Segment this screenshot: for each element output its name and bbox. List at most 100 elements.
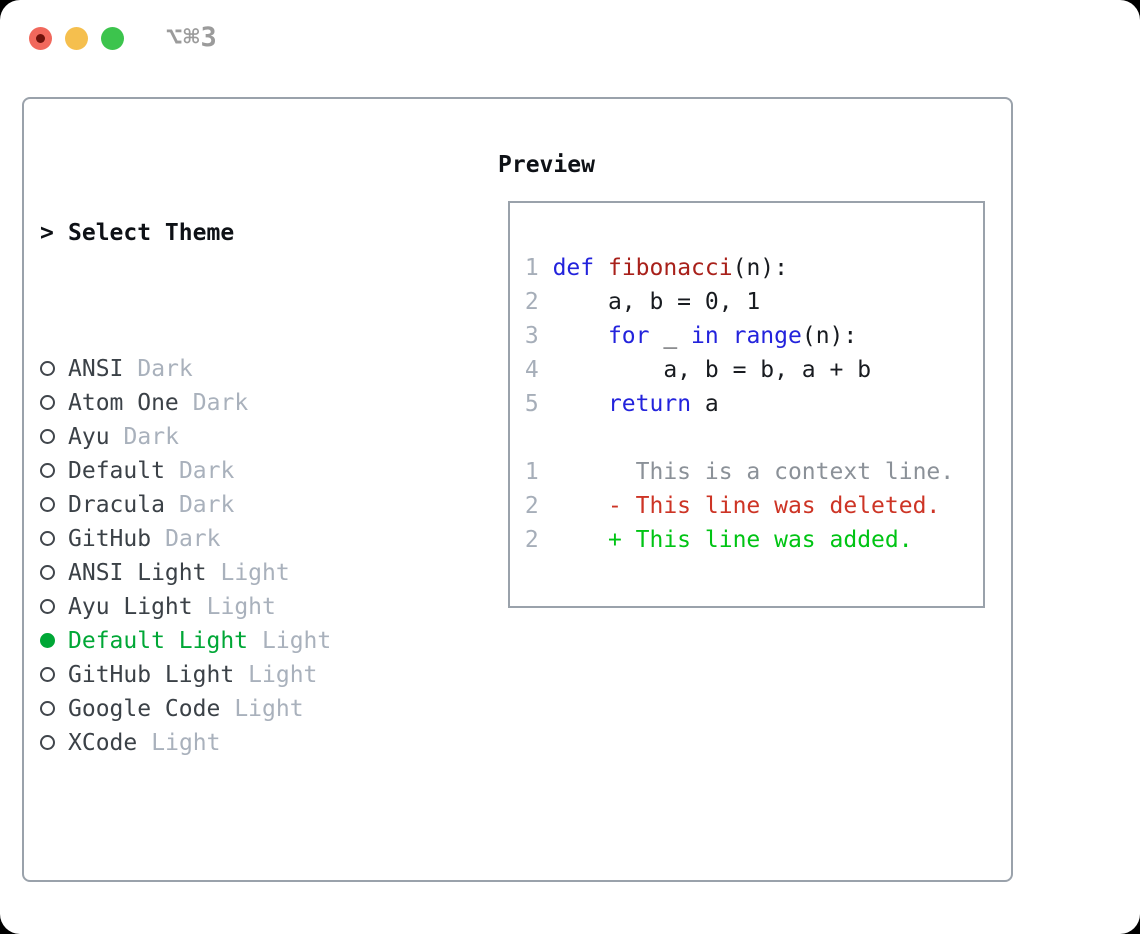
radio-indent (40, 386, 68, 420)
theme-option-label: Google Code (68, 696, 221, 722)
radio-unselected-icon (40, 463, 55, 478)
theme-variant-label: Light (262, 628, 332, 654)
theme-option-ansi-light[interactable]: ANSI Light Light (40, 556, 428, 590)
code-preview: 1 def fibonacci(n): 2 a, b = 0, 1 3 for … (510, 203, 983, 557)
theme-variant-label: Dark (178, 492, 235, 518)
radio-unselected-icon (40, 599, 55, 614)
select-theme-title: Select Theme (68, 220, 235, 246)
radio-unselected-icon (40, 667, 55, 682)
prompt-caret-icon: > (40, 220, 54, 246)
theme-variant-label: Dark (165, 526, 221, 552)
code-segment-ln: 4 (511, 357, 539, 383)
code-line (511, 421, 983, 455)
radio-indent (40, 692, 68, 726)
radio-unselected-icon (40, 429, 55, 444)
close-dot-icon (36, 34, 45, 43)
theme-variant-label: Dark (123, 424, 179, 450)
code-segment-pl: (n): (801, 323, 858, 349)
theme-option-label: ANSI (68, 356, 124, 382)
code-line: 1 def fibonacci(n): (511, 251, 983, 285)
theme-option-xcode[interactable]: XCode Light (40, 726, 428, 760)
radio-indent (40, 454, 68, 488)
radio-indent (40, 522, 68, 556)
code-segment-pl: a, b = 0, 1 (538, 289, 761, 315)
code-segment-pl: (n): (732, 255, 788, 281)
code-segment-pl: _ (649, 323, 692, 349)
theme-option-default-light[interactable]: Default Light Light (40, 624, 428, 658)
code-segment-ln: 5 (511, 391, 539, 417)
code-line: 2 a, b = 0, 1 (511, 285, 983, 319)
theme-option-label: GitHub Light (68, 662, 235, 688)
code-segment-kw: for (607, 323, 650, 349)
radio-indent (40, 352, 68, 386)
theme-option-atom-one[interactable]: Atom One Dark (40, 386, 428, 420)
theme-variant-label: Light (234, 696, 304, 722)
theme-option-google-code[interactable]: Google Code Light (40, 692, 428, 726)
theme-option-ayu-light[interactable]: Ayu Light Light (40, 590, 428, 624)
theme-option-label: XCode (68, 730, 138, 756)
code-segment-del: - This line was deleted. (538, 493, 941, 519)
code-segment-pl (594, 255, 608, 281)
code-segment-pl (539, 391, 608, 417)
theme-option-label: ANSI Light (68, 560, 207, 586)
select-theme-header: > Select Theme (40, 216, 428, 250)
close-button[interactable] (29, 27, 52, 50)
minimize-button[interactable] (65, 27, 88, 50)
radio-unselected-icon (40, 565, 55, 580)
code-segment-fn: fibonacci (607, 255, 733, 281)
radio-indent (40, 658, 68, 692)
radio-indent (40, 590, 68, 624)
code-line: 1 This is a context line. (511, 455, 983, 489)
code-line: 2 - This line was deleted. (511, 489, 983, 523)
radio-selected-icon (40, 633, 55, 648)
radio-indent (40, 726, 68, 760)
code-line: 2 + This line was added. (511, 523, 983, 557)
code-segment-kw: def (552, 255, 595, 281)
code-segment-ln: 2 (511, 527, 539, 553)
radio-unselected-icon (40, 361, 55, 376)
code-line: 5 return a (511, 387, 983, 421)
radio-unselected-icon (40, 531, 55, 546)
theme-option-label: Ayu Light (68, 594, 193, 620)
code-segment-ctx: This is a context line. (538, 459, 955, 485)
theme-variant-label: Dark (178, 458, 235, 484)
radio-unselected-icon (40, 497, 55, 512)
radio-indent (40, 556, 68, 590)
zoom-button[interactable] (101, 27, 124, 50)
theme-option-ayu[interactable]: Ayu Dark (40, 420, 428, 454)
theme-variant-label: Dark (192, 390, 249, 416)
window-title: ⌥⌘3 (166, 22, 218, 53)
code-line: 3 for _ in range(n): (511, 319, 983, 353)
theme-option-label: Default Light (68, 628, 249, 654)
theme-variant-label: Light (206, 594, 276, 620)
code-segment-ln: 1 (511, 459, 539, 485)
theme-variant-label: Light (220, 560, 290, 586)
theme-option-label: Default (68, 458, 165, 484)
code-line: 4 a, b = b, a + b (511, 353, 983, 387)
code-segment-add: + This line was added. (538, 527, 913, 553)
radio-indent (40, 488, 68, 522)
radio-indent (40, 624, 68, 658)
theme-variant-label: Light (151, 730, 221, 756)
radio-unselected-icon (40, 395, 55, 410)
theme-option-label: Ayu (68, 424, 110, 450)
code-segment-kw: return (607, 391, 692, 417)
code-segment-kw: in (691, 323, 719, 349)
theme-option-label: Atom One (68, 390, 179, 416)
code-segment-kw: range (732, 323, 802, 349)
code-segment-pl (539, 255, 553, 281)
code-segment-ln: 2 (511, 289, 539, 315)
code-segment-ln: 3 (511, 323, 539, 349)
radio-unselected-icon (40, 735, 55, 750)
radio-indent (40, 420, 68, 454)
code-segment-pl (719, 323, 733, 349)
theme-option-default[interactable]: Default Dark (40, 454, 428, 488)
